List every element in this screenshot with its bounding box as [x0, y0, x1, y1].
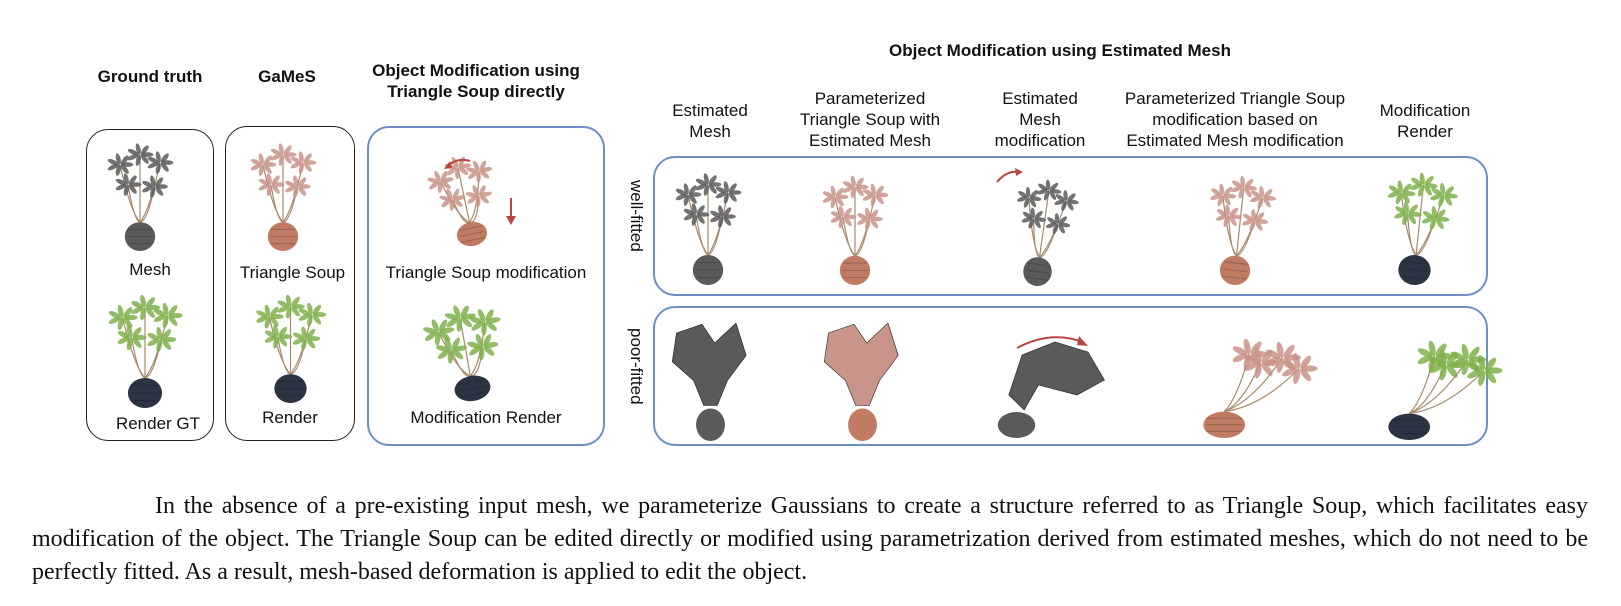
plant-triangle-soup: [250, 143, 317, 251]
col-estimated-mesh-l2: Mesh: [689, 122, 731, 141]
panel-games: [225, 126, 355, 441]
plant-poor-param-soup-mod: [1203, 338, 1318, 438]
caption-text: In the absence of a pre-existing input m…: [32, 493, 1588, 585]
col-param-soup-mod-l1: Parameterized Triangle Soup: [1124, 89, 1346, 108]
col-param-soup-mod-l3: Estimated Mesh modification: [1126, 131, 1344, 150]
col-est-mesh-mod-l2: Mesh: [1019, 110, 1061, 129]
plant-well-param-soup: [822, 175, 889, 285]
arrow-direct-mod-left: [444, 158, 471, 169]
blob-poor-est-mesh-mod: [997, 341, 1105, 438]
header-object-mod-direct: Object Modification using Triangle Soup …: [356, 60, 596, 102]
col-est-mesh-mod-l1: Estimated: [1002, 89, 1078, 108]
plant-well-est-mesh-mod: [1017, 179, 1079, 286]
col-param-soup-l1: Parameterized: [814, 89, 926, 108]
col-est-mesh-mod: Estimated Mesh modification: [985, 88, 1095, 151]
header-games: GaMeS: [258, 67, 316, 86]
col-estimated-mesh: Estimated Mesh: [660, 100, 760, 142]
figure-caption: In the absence of a pre-existing input m…: [32, 490, 1588, 589]
blob-poor-param-soup: [823, 322, 899, 441]
plant-poor-mod-render: [1388, 340, 1503, 440]
label-render-gt: Render GT: [115, 414, 201, 433]
plant-mesh-gt: [107, 143, 174, 251]
label-triangle-soup-modification: Triangle Soup modification: [385, 263, 587, 282]
col-param-soup-mod: Parameterized Triangle Soup modification…: [1110, 88, 1360, 151]
col-estimated-mesh-l1: Estimated: [672, 101, 748, 120]
row-label-well-fitted: well-fitted: [627, 180, 646, 252]
row-label-poor-fitted: poor-fitted: [627, 328, 646, 405]
plant-direct-mod-render: [423, 305, 501, 402]
label-modification-render: Modification Render: [410, 408, 562, 427]
col-param-soup-l2: Triangle Soup with: [799, 110, 941, 129]
plant-games-render: [256, 294, 327, 403]
plant-direct-mod-soup: [427, 156, 493, 247]
label-mesh: Mesh: [129, 260, 171, 279]
arrow-poor-est-mesh-mod: [1016, 336, 1088, 349]
arrow-well-est-mesh-mod: [996, 168, 1023, 183]
col-param-soup-l3: Estimated Mesh: [809, 131, 931, 150]
figure: Ground truth GaMeS Object Modification u…: [86, 41, 1503, 446]
plant-well-param-soup-mod: [1210, 175, 1277, 286]
plant-well-estimated-mesh: [675, 173, 742, 285]
label-triangle-soup: Triangle Soup: [239, 263, 346, 282]
arrow-direct-mod-down: [506, 198, 516, 225]
header-object-mod-direct-line2: Triangle Soup directly: [387, 82, 565, 101]
header-ground-truth: Ground truth: [97, 67, 203, 86]
blob-poor-estimated-mesh: [671, 322, 747, 441]
label-render: Render: [262, 408, 318, 427]
header-object-mod-estimated: Object Modification using Estimated Mesh: [889, 41, 1231, 60]
panel-direct-mod: [367, 126, 605, 446]
panel-ground-truth: [86, 129, 214, 441]
col-mod-render-l2: Render: [1397, 122, 1453, 141]
col-param-soup: Parameterized Triangle Soup with Estimat…: [785, 88, 955, 151]
plant-render-gt: [108, 294, 183, 408]
col-mod-render-l1: Modification: [1379, 101, 1471, 120]
plant-well-mod-render: [1387, 172, 1458, 286]
panel-well-fitted: [653, 156, 1488, 296]
col-est-mesh-mod-l3: modification: [994, 131, 1086, 150]
col-mod-render: Modification Render: [1375, 100, 1475, 142]
header-object-mod-direct-line1: Object Modification using: [372, 61, 580, 80]
col-param-soup-mod-l2: modification based on: [1152, 110, 1318, 129]
